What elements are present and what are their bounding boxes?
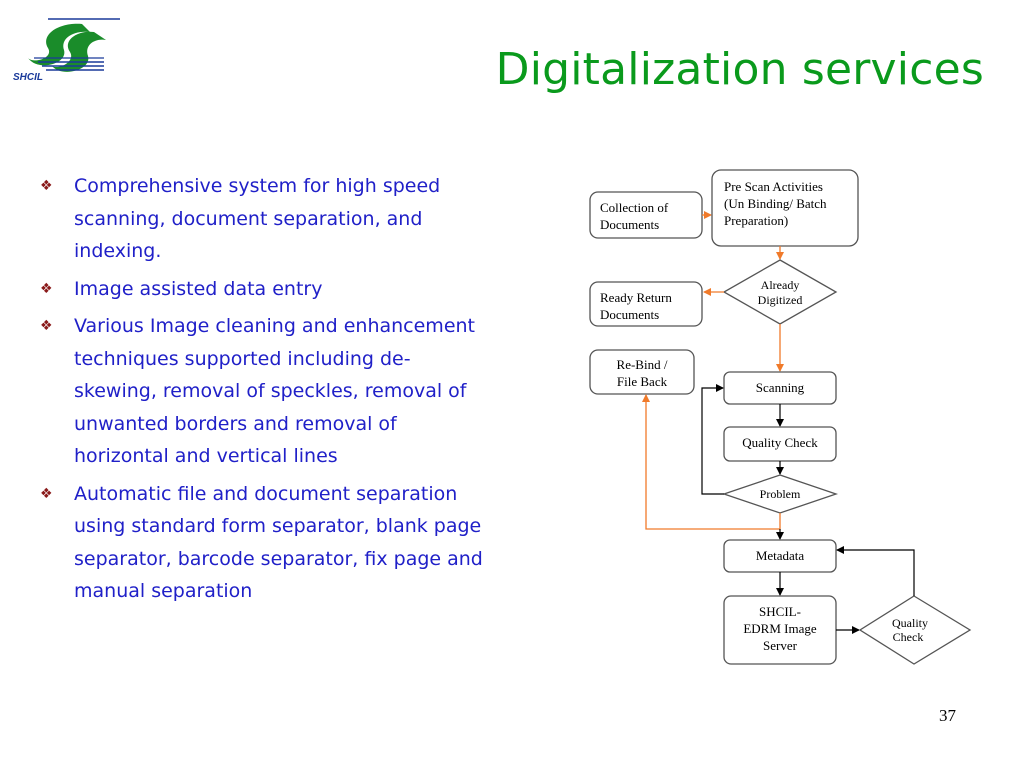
node-text: Metadata <box>756 548 805 563</box>
node-text: EDRM Image <box>743 621 817 636</box>
bullet-text: Automatic file and document separation u… <box>74 482 483 603</box>
diamond-bullet-icon: ❖ <box>40 178 53 194</box>
node-text: Scanning <box>756 380 805 395</box>
bullet-item: ❖ Image assisted data entry <box>40 273 490 306</box>
diamond-bullet-icon: ❖ <box>40 318 53 334</box>
node-quality-check: Quality Check <box>723 426 837 462</box>
slide-title: Digitalization services <box>495 44 984 95</box>
node-text: Digitized <box>758 293 803 307</box>
digitalization-flowchart: Collection of Documents Pre Scan Activit… <box>589 169 972 665</box>
node-text: Preparation) <box>724 213 788 228</box>
node-text: File Back <box>617 374 668 389</box>
node-text: SHCIL- <box>759 604 801 619</box>
node-image-server: SHCIL- EDRM Image Server <box>723 595 837 665</box>
bullet-item: ❖ Various Image cleaning and enhancement… <box>40 310 490 473</box>
bullet-list: ❖ Comprehensive system for high speed sc… <box>40 170 490 613</box>
node-text: Quality <box>892 616 928 630</box>
node-text: Already <box>761 278 800 292</box>
arrow-quality-check-to-metadata <box>836 546 915 596</box>
node-text: Pre Scan Activities <box>724 179 823 194</box>
node-ready-return-documents: Ready Return Documents <box>589 281 703 327</box>
diamond-bullet-icon: ❖ <box>40 280 53 297</box>
shcil-logo: SHCIL <box>13 18 120 83</box>
node-scanning: Scanning <box>723 371 837 405</box>
node-metadata: Metadata <box>723 539 837 573</box>
node-text: (Un Binding/ Batch <box>724 196 827 211</box>
logo-text: SHCIL <box>13 72 43 83</box>
bullet-text: Image assisted data entry <box>74 277 323 300</box>
node-text: Collection of <box>600 200 669 215</box>
node-prescan-activities: Pre Scan Activities (Un Binding/ Batch P… <box>711 169 859 247</box>
node-text: Quality Check <box>742 435 818 450</box>
arrow-problem-to-scanning <box>701 384 724 495</box>
bullet-text: Comprehensive system for high speed scan… <box>74 175 441 262</box>
node-text: Documents <box>600 307 659 322</box>
diamond-bullet-icon: ❖ <box>40 485 53 502</box>
arrow-problem-to-rebind <box>642 394 781 530</box>
node-collection-documents: Collection of Documents <box>589 191 703 239</box>
node-text: Problem <box>760 487 801 501</box>
node-text: Documents <box>600 217 659 232</box>
node-text: Server <box>763 638 798 653</box>
bullet-item: ❖ Comprehensive system for high speed sc… <box>40 170 490 268</box>
node-text: Re-Bind / <box>617 357 668 372</box>
node-rebind-file-back: Re-Bind / File Back <box>589 349 695 395</box>
bullet-text: Various Image cleaning and enhancement t… <box>74 315 475 467</box>
page-number: 37 <box>939 706 956 725</box>
node-text: Check <box>893 630 924 644</box>
node-quality-check-decision: Quality Check <box>858 595 972 665</box>
node-problem-decision: Problem <box>721 474 839 514</box>
node-already-digitized-decision: Already Digitized <box>722 259 838 325</box>
bullet-item: ❖ Automatic file and document separation… <box>40 478 490 608</box>
node-text: Ready Return <box>600 290 672 305</box>
